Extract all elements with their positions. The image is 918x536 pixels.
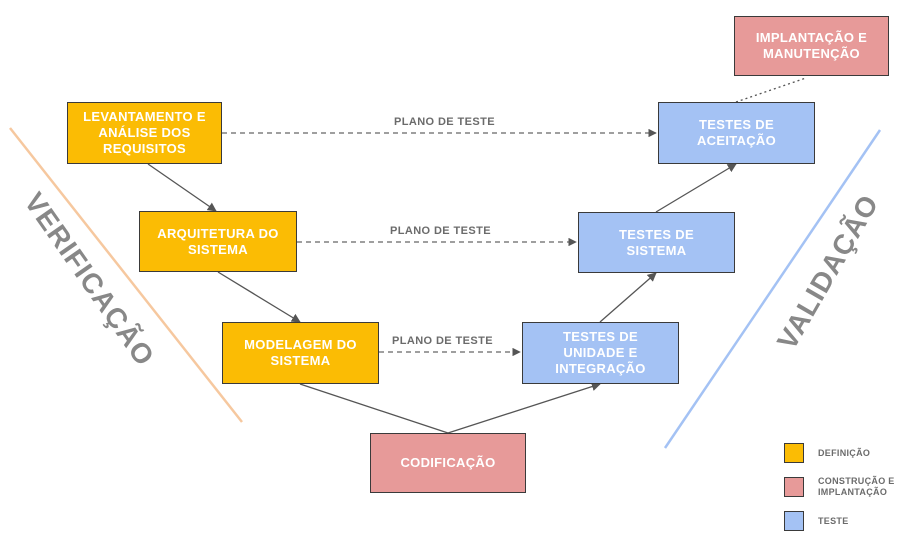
plan-label-middle: PLANO DE TESTE [390, 225, 491, 237]
box-implantacao-manutencao: IMPLANTAÇÃO E MANUTENÇÃO [734, 16, 889, 76]
arrow-codificacao-unidade [447, 382, 601, 434]
box-testes-sistema: TESTES DE SISTEMA [578, 212, 735, 273]
arrow-levantamento-arquitetura [147, 163, 217, 212]
box-arquitetura-sistema: ARQUITETURA DO SISTEMA [139, 211, 297, 272]
legend-swatch-construcao [784, 477, 804, 497]
plan-label-top: PLANO DE TESTE [394, 116, 495, 128]
verificacao-guide-line [9, 127, 243, 423]
validacao-guide-line [663, 129, 882, 449]
arrow-unidade-sistema [599, 272, 657, 323]
dotted-aceitacao-implantacao [735, 77, 807, 103]
plan-label-bottom: PLANO DE TESTE [392, 335, 493, 347]
legend-label-definicao: DEFINIÇÃO [818, 448, 871, 458]
box-testes-unidade-integracao: TESTES DE UNIDADE E INTEGRAÇÃO [522, 322, 679, 384]
legend-swatch-definicao [784, 443, 804, 463]
arrow-arquitetura-modelagem [217, 271, 301, 323]
box-testes-aceitacao: TESTES DE ACEITAÇÃO [658, 102, 815, 164]
box-levantamento-requisitos: LEVANTAMENTO E ANÁLISE DOS REQUISITOS [67, 102, 222, 164]
box-codificacao: CODIFICAÇÃO [370, 433, 526, 493]
box-modelagem-sistema: MODELAGEM DO SISTEMA [222, 322, 379, 384]
arrow-modelagem-codificacao [299, 383, 449, 434]
legend-label-construcao: CONSTRUÇÃO E IMPLANTAÇÃO [818, 476, 895, 497]
legend-swatch-teste [784, 511, 804, 531]
legend-label-teste: TESTE [818, 516, 849, 526]
arrow-sistema-aceitacao [655, 163, 737, 213]
